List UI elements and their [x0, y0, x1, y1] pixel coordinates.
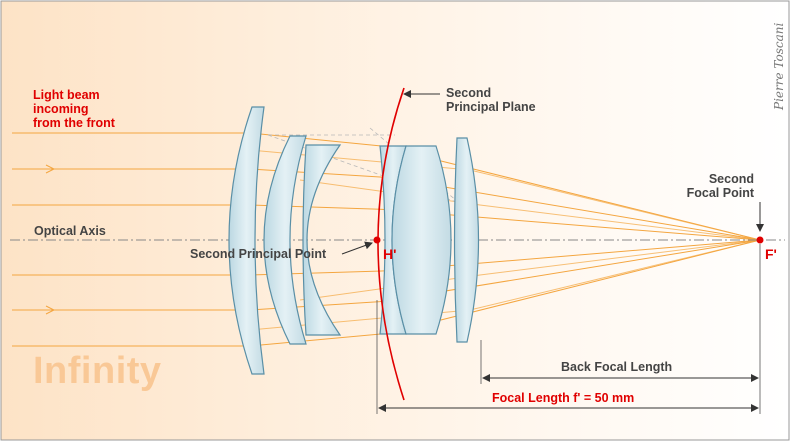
lens-element-5 — [391, 145, 452, 335]
second-principal-plane-label: Second Principal Plane — [446, 86, 536, 114]
principal-point-pointer — [341, 241, 373, 255]
ray-direction-arrows — [45, 164, 56, 315]
author-signature: Pierre Toscani — [772, 22, 786, 110]
second-focal-point-label: Second Focal Point — [686, 172, 754, 200]
light-ray — [299, 179, 761, 241]
light-rays — [12, 132, 761, 347]
light-ray — [12, 204, 761, 241]
lens-element-1 — [228, 106, 265, 375]
ray-arrow — [45, 164, 56, 174]
second-focal-point-dot — [756, 236, 764, 244]
lens-element-6 — [453, 137, 480, 343]
second-principal-point-dot — [373, 236, 381, 244]
lens-element-2 — [263, 135, 307, 345]
infinity-label: Infinity — [33, 350, 162, 392]
lens-group — [228, 106, 480, 375]
lens-element-3 — [302, 144, 342, 336]
second-principal-point-label: Second Principal Point — [190, 247, 327, 261]
light-ray — [299, 239, 761, 301]
light-ray — [12, 239, 761, 347]
light-ray — [12, 239, 761, 276]
back-focal-length-label: Back Focal Length — [561, 360, 673, 374]
h-prime-label: H' — [383, 246, 397, 262]
focal-length-label: Focal Length f' = 50 mm — [492, 391, 635, 405]
light-ray — [12, 132, 761, 241]
ray-arrow — [45, 305, 56, 315]
f-prime-label: F' — [765, 246, 777, 262]
optical-axis-label: Optical Axis — [34, 224, 106, 238]
light-beam-label: Light beam incoming from the front — [33, 88, 115, 130]
